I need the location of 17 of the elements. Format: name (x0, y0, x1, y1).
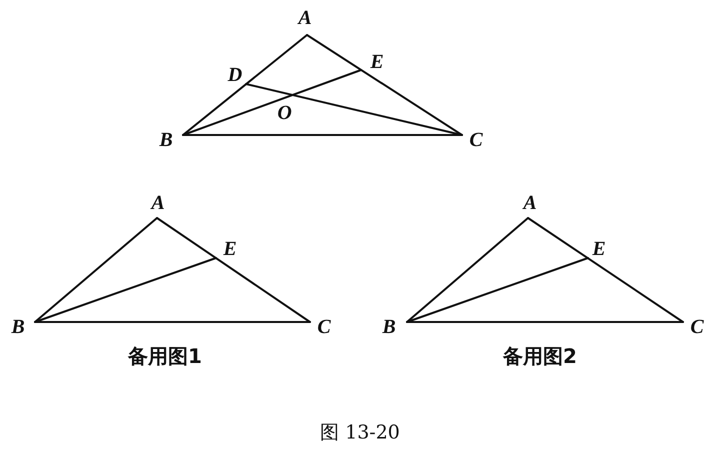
figure-label: 备用图2 (503, 346, 577, 366)
point-label: B (11, 317, 25, 337)
point-label: C (317, 317, 331, 337)
point-label: A (523, 193, 537, 213)
point-label: B (382, 317, 396, 337)
point-label: D (228, 65, 242, 85)
point-label: E (370, 52, 384, 72)
figure-caption: 图 13-20 (320, 424, 400, 442)
point-label: E (223, 239, 237, 259)
figure-label: 备用图1 (128, 346, 202, 366)
point-label: C (469, 130, 483, 150)
point-label: O (277, 102, 292, 123)
point-label: C (690, 317, 704, 337)
point-label: E (592, 239, 606, 259)
point-label: A (298, 8, 312, 28)
point-label: B (159, 130, 173, 150)
point-label: A (151, 193, 165, 213)
